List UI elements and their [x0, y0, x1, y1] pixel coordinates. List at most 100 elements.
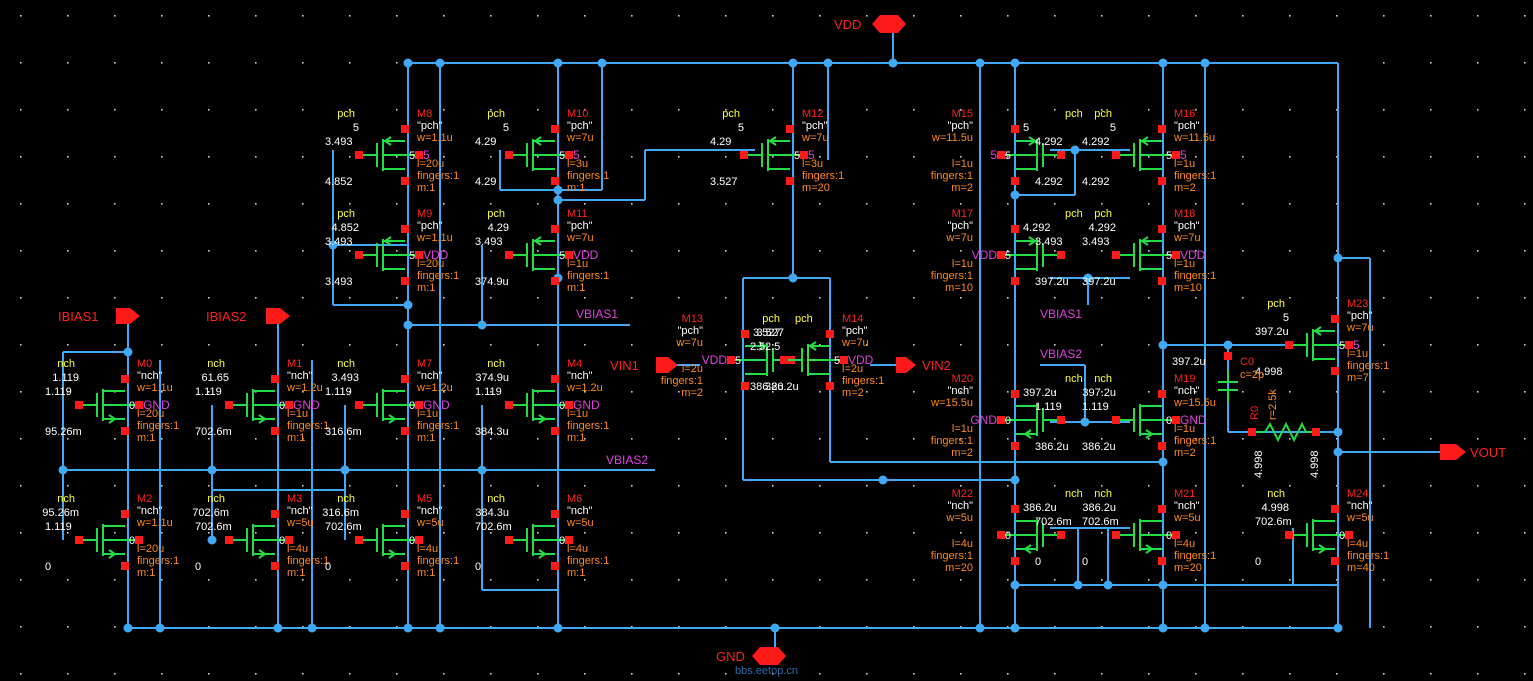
terminal-pin[interactable]	[1172, 531, 1180, 539]
terminal-pin[interactable]	[1158, 390, 1166, 398]
terminal-pin[interactable]	[551, 562, 559, 570]
transistor-m18[interactable]: M18"pch"w=7ul=1ufingers:1m=10pch3.493397…	[1082, 208, 1216, 294]
terminal-pin[interactable]	[355, 151, 363, 159]
transistor-m20[interactable]: M20"nch"w=15.5ul=1ufingers:1m=2nch1.1193…	[930, 373, 1083, 459]
terminal-pin[interactable]	[271, 562, 279, 570]
terminal-pin[interactable]	[840, 356, 848, 364]
terminal-pin[interactable]	[1331, 367, 1339, 375]
terminal-pin[interactable]	[1285, 341, 1293, 349]
terminal-pin[interactable]	[355, 401, 363, 409]
terminal-pin[interactable]	[565, 151, 573, 159]
terminal-pin[interactable]	[565, 251, 573, 259]
terminal-pin[interactable]	[997, 151, 1005, 159]
terminal-pin[interactable]	[1011, 505, 1019, 513]
transistor-m6[interactable]: M6"nch"w=5ul=4ufingers:1m:1nch702.6m0384…	[475, 493, 609, 579]
transistor-m16[interactable]: M16"pch"w=11.5ul=1ufingers:1m=2pch4.2924…	[1082, 108, 1216, 194]
transistor-m3[interactable]: M3"nch"w=5ul=4ufingers:1m:1nch702.6m0702…	[192, 493, 329, 579]
terminal-pin[interactable]	[786, 125, 794, 133]
terminal-pin[interactable]	[225, 536, 233, 544]
terminal-pin[interactable]	[800, 151, 808, 159]
terminal-pin[interactable]	[271, 427, 279, 435]
terminal-pin[interactable]	[997, 416, 1005, 424]
terminal-pin[interactable]	[565, 401, 573, 409]
terminal-pin[interactable]	[401, 427, 409, 435]
terminal-pin[interactable]	[1057, 151, 1065, 159]
terminal-pin[interactable]	[826, 382, 834, 390]
resistor-r0[interactable]: R0 r=2.5k 4.998 4.998	[1248, 389, 1321, 478]
transistor-m23[interactable]: M23"pch"w=7ul=1ufingers:1m=7pch397.2u4.9…	[1255, 298, 1389, 384]
terminal-pin[interactable]	[1331, 557, 1339, 565]
transistor-m2[interactable]: M2"nch"w=1.1ul=20ufingers:1m:1nch1.11909…	[42, 493, 179, 579]
terminal-pin[interactable]	[355, 536, 363, 544]
terminal-pin[interactable]	[505, 151, 513, 159]
transistor-m21[interactable]: M21"nch"w=5ul=4ufingers:1m=20nch702.6m03…	[1082, 488, 1216, 574]
terminal-pin[interactable]	[401, 277, 409, 285]
transistor-m13[interactable]: M13"pch"w=7ul=2ufingers:1m=2pch2.5386.2u…	[661, 313, 813, 399]
terminal-pin[interactable]	[1057, 251, 1065, 259]
terminal-pin[interactable]	[225, 401, 233, 409]
transistor-m15[interactable]: M15"pch"w=11.5ul=1ufingers:1m=2pch4.2924…	[931, 108, 1083, 194]
terminal-pin[interactable]	[505, 251, 513, 259]
terminal-pin[interactable]	[121, 510, 129, 518]
transistor-m8[interactable]: M8"pch"w=1.1ul=20ufingers:1m:1pch3.4934.…	[325, 108, 459, 194]
terminal-pin[interactable]	[505, 536, 513, 544]
terminal-pin[interactable]	[1112, 531, 1120, 539]
terminal-pin[interactable]	[401, 510, 409, 518]
pin-gnd[interactable]: GND	[716, 647, 786, 665]
transistor-m1[interactable]: M1"nch"w=1.2ul=1ufingers:1m:1nch1.119702…	[195, 358, 329, 444]
terminal-pin[interactable]	[1112, 151, 1120, 159]
terminal-pin[interactable]	[1345, 341, 1353, 349]
terminal-pin[interactable]	[121, 375, 129, 383]
terminal-pin[interactable]	[505, 401, 513, 409]
terminal-pin[interactable]	[415, 151, 423, 159]
terminal-pin[interactable]	[401, 125, 409, 133]
terminal-pin[interactable]	[1057, 416, 1065, 424]
terminal-pin[interactable]	[1172, 251, 1180, 259]
terminal-pin[interactable]	[285, 401, 293, 409]
terminal-pin[interactable]	[1158, 442, 1166, 450]
terminal-pin[interactable]	[786, 177, 794, 185]
terminal-pin[interactable]	[121, 427, 129, 435]
terminal-pin[interactable]	[355, 251, 363, 259]
pin-vdd[interactable]: VDD	[834, 15, 906, 33]
terminal-pin[interactable]	[997, 531, 1005, 539]
terminal-pin[interactable]	[780, 356, 788, 364]
terminal-pin[interactable]	[741, 382, 749, 390]
terminal-pin[interactable]	[1011, 557, 1019, 565]
pin-vout[interactable]: VOUT	[1440, 444, 1506, 460]
transistor-m22[interactable]: M22"nch"w=5ul=4ufingers:1m=20nch702.6m03…	[931, 488, 1083, 574]
transistor-m12[interactable]: M12"pch"w=7ul=3ufingers:1m=20pch4.293.52…	[710, 108, 844, 194]
terminal-pin[interactable]	[1011, 177, 1019, 185]
terminal-pin[interactable]	[271, 510, 279, 518]
terminal-pin[interactable]	[1011, 125, 1019, 133]
terminal-pin[interactable]	[565, 536, 573, 544]
terminal-pin[interactable]	[1011, 390, 1019, 398]
terminal-pin[interactable]	[401, 375, 409, 383]
terminal-pin[interactable]	[415, 536, 423, 544]
transistor-m10[interactable]: M10"pch"w=7ul=3ufingers:1m:1pch4.294.295…	[475, 108, 609, 194]
terminal-pin[interactable]	[1158, 225, 1166, 233]
terminal-pin[interactable]	[1158, 277, 1166, 285]
terminal-pin[interactable]	[826, 330, 834, 338]
terminal-pin[interactable]	[285, 536, 293, 544]
terminal-pin[interactable]	[1158, 125, 1166, 133]
transistor-m24[interactable]: M24"nch"w=5ul=4ufingers:1m=40nch702.6m04…	[1255, 488, 1389, 574]
pin-vin1[interactable]: VIN1	[610, 357, 678, 373]
terminal-pin[interactable]	[1158, 557, 1166, 565]
terminal-pin[interactable]	[401, 562, 409, 570]
terminal-pin[interactable]	[1057, 531, 1065, 539]
terminal-pin[interactable]	[135, 401, 143, 409]
terminal-pin[interactable]	[997, 251, 1005, 259]
transistor-m5[interactable]: M5"nch"w=5ul=4ufingers:1m:1nch702.6m0316…	[322, 493, 459, 579]
terminal-pin[interactable]	[727, 356, 735, 364]
terminal-pin[interactable]	[741, 330, 749, 338]
pin-ibias2[interactable]: IBIAS2	[206, 308, 290, 324]
terminal-pin[interactable]	[401, 177, 409, 185]
terminal-pin[interactable]	[551, 125, 559, 133]
terminal-pin[interactable]	[1172, 416, 1180, 424]
terminal-pin[interactable]	[1011, 225, 1019, 233]
transistor-m7[interactable]: M7"nch"w=1.2ul=1ufingers:1m:1nch1.119316…	[325, 358, 459, 444]
terminal-pin[interactable]	[1331, 315, 1339, 323]
terminal-pin[interactable]	[121, 562, 129, 570]
